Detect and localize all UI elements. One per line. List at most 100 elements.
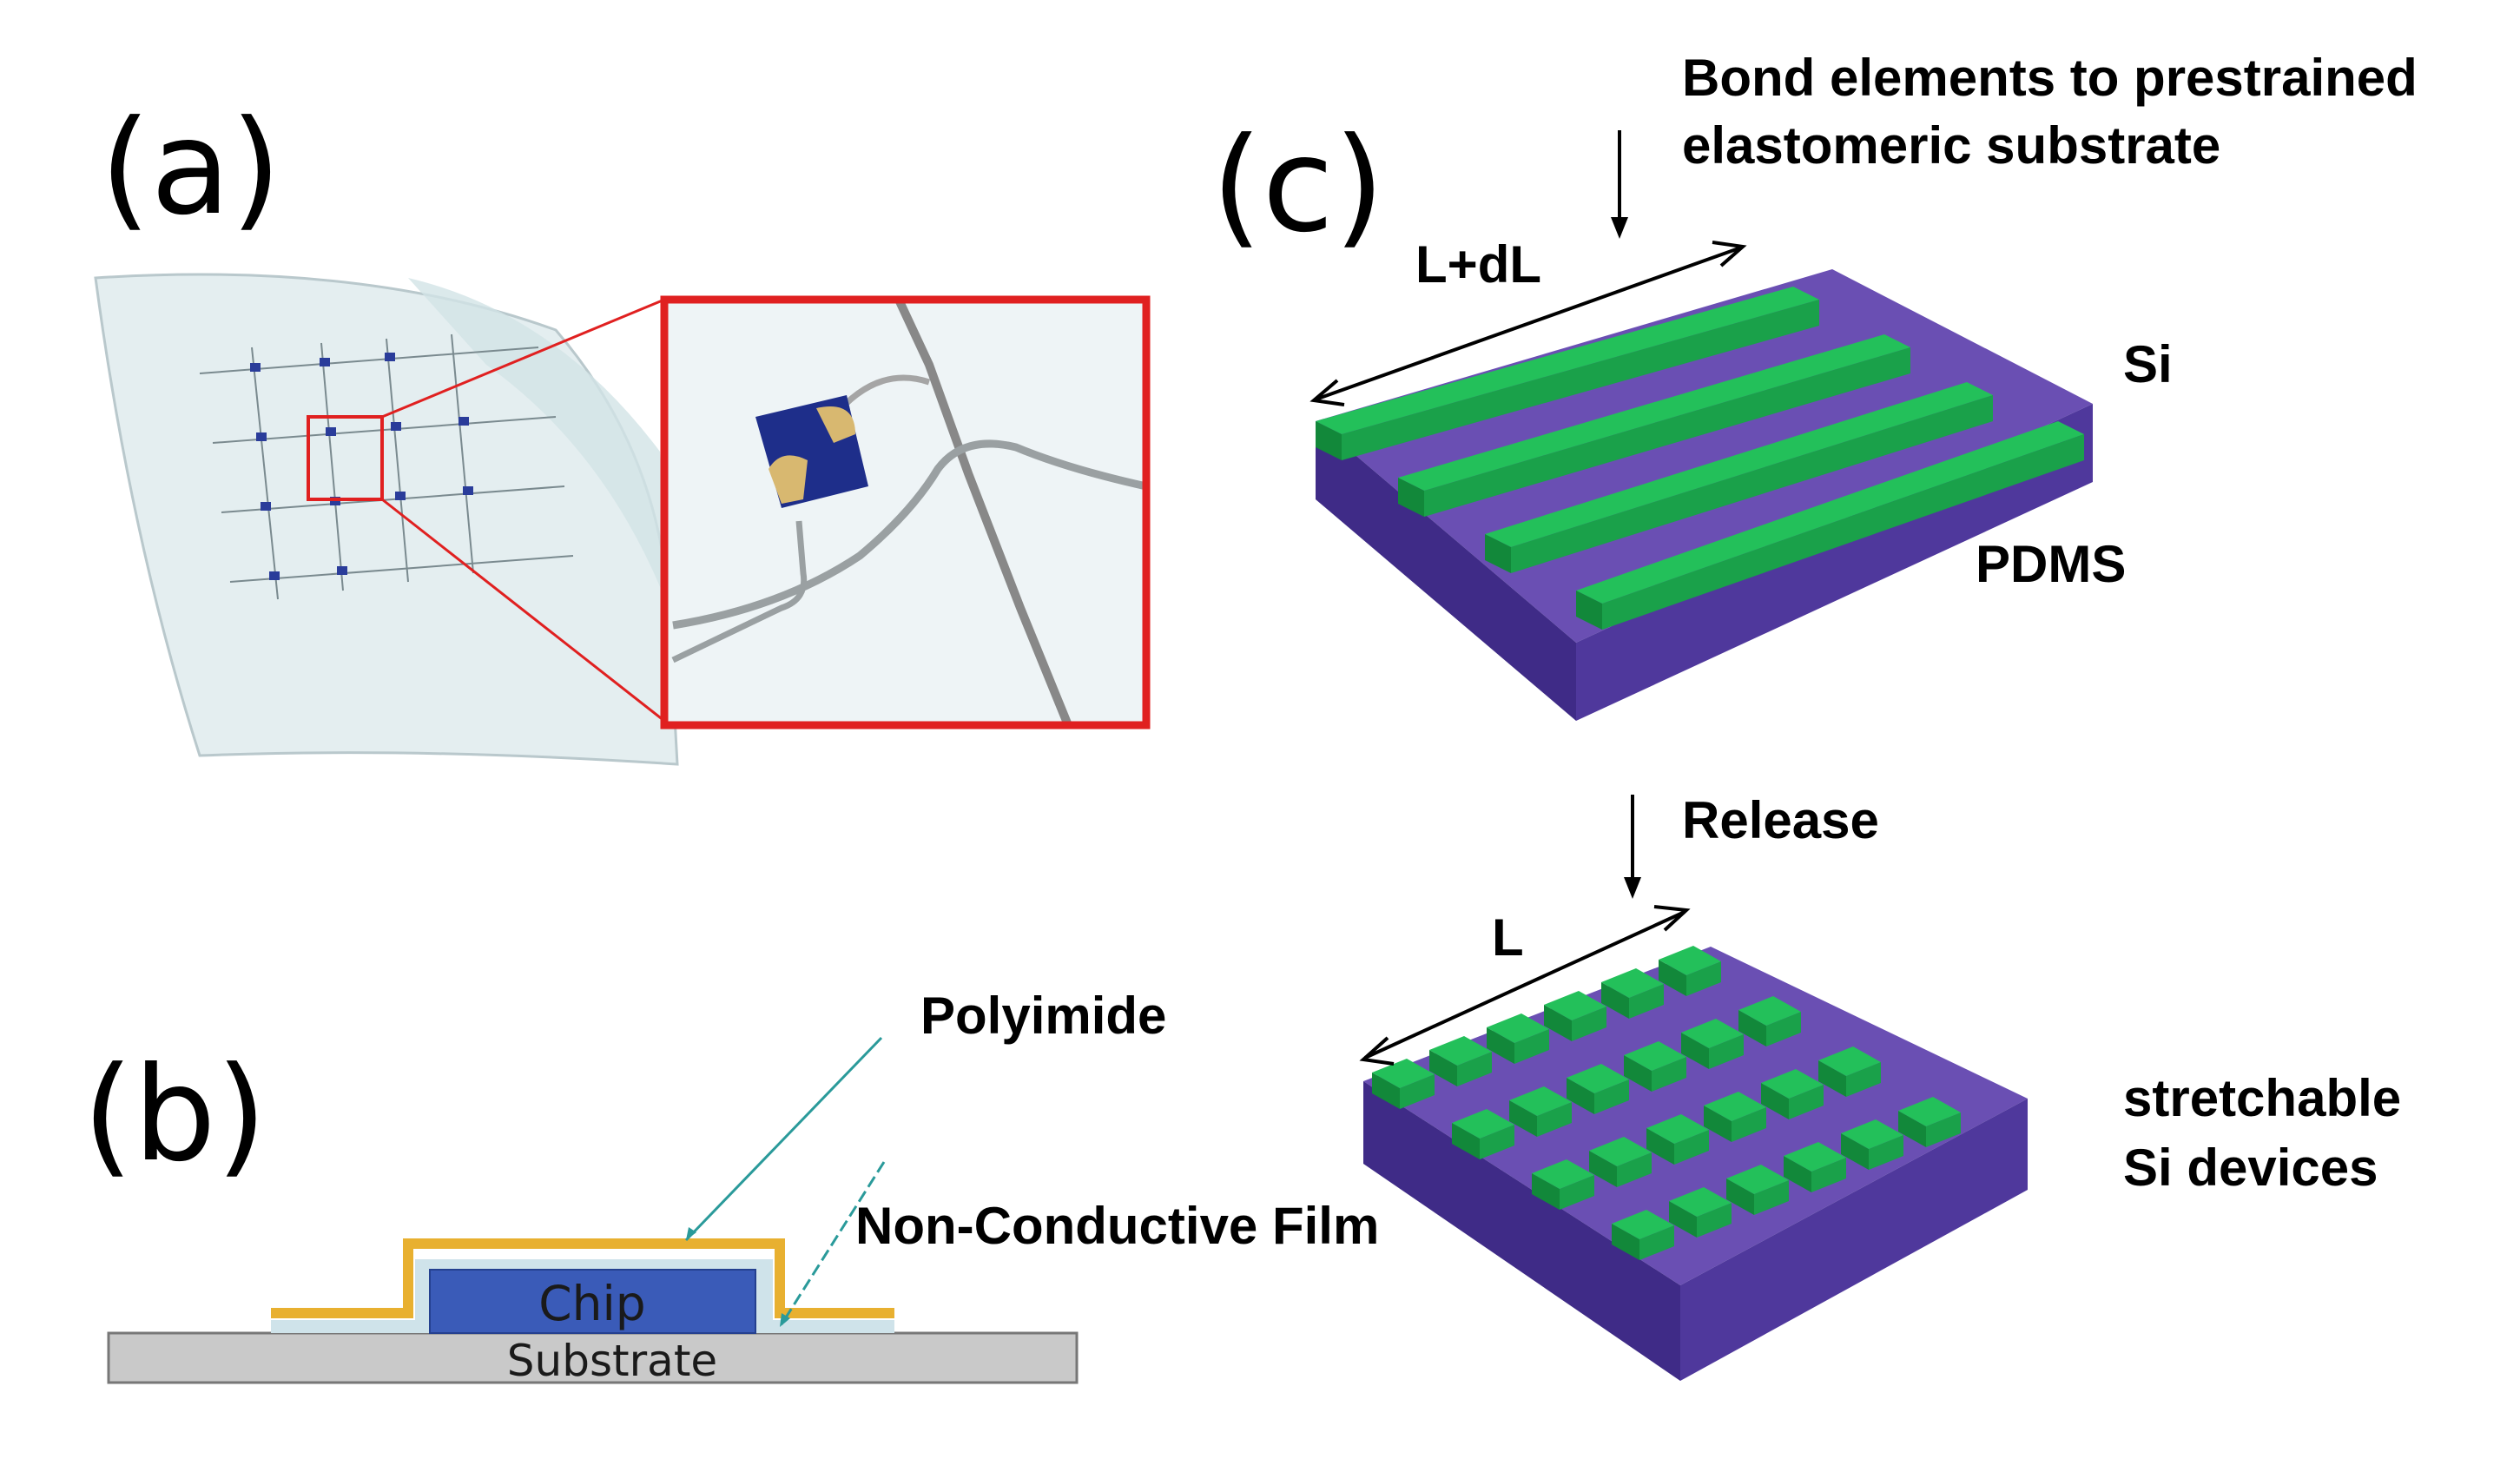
panel-c: (c) Bond elements to prestrained elastom… [1211,49,2418,1381]
si-device-island-side [1601,982,1629,1019]
si-device-island-side [1818,1060,1846,1097]
si-device-island [1612,1210,1674,1239]
si-device-island-side [1669,1201,1697,1238]
si-device-island [1738,996,1801,1026]
si-device-island-side [1612,1224,1639,1260]
chip [429,1269,756,1334]
si-device-island-front [1754,1180,1789,1215]
si-device-island [1726,1165,1789,1194]
si-device-island-front [1572,1007,1606,1041]
stretched-length-arrow [1315,246,1742,401]
panel-b-label: (b) [82,1040,267,1191]
polyimide-label: Polyimide [920,987,1166,1045]
si-device-island-front [1537,1102,1572,1137]
devices-label-line2: Si devices [2123,1139,2378,1197]
buckled-si-devices [1372,946,1961,1260]
si-device-island-front [1709,1034,1744,1069]
si-device-island [1898,1097,1961,1126]
si-device-island [1429,1036,1492,1066]
si-device-island-front [1639,1225,1674,1260]
si-device-island-front [1686,961,1721,996]
si-device-island [1509,1086,1572,1116]
si-device-island [1646,1114,1709,1144]
substrate-label: Substrate [507,1336,717,1386]
polyimide-layer [271,1238,894,1318]
si-device-island-side [1898,1111,1926,1147]
si-device-island-side [1452,1123,1480,1159]
si-device-island [1601,968,1664,998]
si-device-island-side [1544,1005,1572,1041]
panel-a: (a) [94,93,1151,766]
zoom-region-box [307,415,384,501]
si-device-island-front [1560,1175,1594,1210]
si-label: Si [2123,335,2173,393]
si-device-island-side [1487,1027,1514,1064]
stretched-length-label: L+dL [1415,235,1541,294]
si-device-island-front [1480,1125,1514,1159]
si-device-island-front [1766,1012,1801,1046]
si-device-island [1841,1119,1903,1149]
si-device-island [1589,1137,1652,1166]
si-device-island-side [1372,1073,1400,1109]
panel-c-label: (c) [1211,110,1385,261]
down-arrow-icon [1624,877,1641,899]
devices-label-line1: stretchable [2123,1069,2401,1127]
si-device-island-front [1926,1112,1961,1147]
si-device-island [1761,1069,1824,1099]
ncf-label: Non-Conductive Film [855,1197,1379,1255]
si-device-island-front [1732,1107,1766,1142]
si-device-island-side [1646,1128,1674,1165]
si-device-island-front [1674,1130,1709,1165]
si-device-island-side [1761,1083,1789,1119]
si-device-island-front [1846,1062,1881,1097]
relaxed-length-label: L [1492,908,1524,967]
si-device-island [1567,1064,1629,1093]
si-device-island-side [1589,1151,1617,1187]
si-device-island-front [1789,1085,1824,1119]
zoom-inset [660,295,1151,730]
down-arrow-icon [1611,217,1628,239]
relaxed-length-arrow [1364,910,1685,1060]
si-device-island-front [1594,1079,1629,1114]
si-device-island-side [1704,1106,1732,1142]
chip-label: Chip [538,1276,645,1331]
si-device-island [1544,991,1606,1020]
si-device-island [1681,1019,1744,1048]
pdms-label: PDMS [1976,535,2126,593]
si-device-island [1452,1109,1514,1139]
panel-b: (b) Substrate Chip Polyimide Non-Conduct… [82,987,1379,1386]
si-device-island [1372,1059,1435,1088]
release-label: Release [1682,791,1879,849]
si-device-island-front [1869,1135,1903,1170]
si-device-island-side [1659,960,1686,996]
si-device-island-front [1811,1158,1846,1192]
si-strips [1316,287,2084,630]
si-device-island [1624,1041,1686,1071]
si-device-island [1669,1187,1732,1217]
si-device-island-side [1784,1156,1811,1192]
substrate-layer [107,1331,1079,1384]
si-device-island-front [1629,984,1664,1019]
si-device-island-front [1514,1029,1549,1064]
si-device-island-side [1532,1173,1560,1210]
panel-a-label: (a) [100,93,281,244]
si-device-island-side [1681,1033,1709,1069]
si-device-island-front [1457,1052,1492,1086]
bond-step-label-line2: elastomeric substrate [1682,116,2220,175]
si-device-island [1487,1013,1549,1043]
sensor-grid [199,333,574,600]
si-device-island [1784,1142,1846,1172]
si-device-island-side [1567,1078,1594,1114]
si-device-island-front [1652,1057,1686,1092]
si-device-island [1704,1092,1766,1121]
si-device-island-side [1726,1178,1754,1215]
bond-step-label-line1: Bond elements to prestrained [1682,49,2418,107]
si-device-island-front [1697,1203,1732,1238]
si-device-island-front [1400,1074,1435,1109]
si-device-island-side [1624,1055,1652,1092]
si-device-island-side [1509,1100,1537,1137]
si-device-island-side [1738,1010,1766,1046]
si-device-island-front [1617,1152,1652,1187]
si-device-island [1818,1046,1881,1076]
